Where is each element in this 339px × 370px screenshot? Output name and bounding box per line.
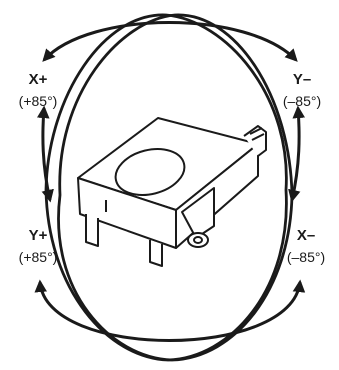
label-y-minus: Y– (–85°) — [283, 71, 321, 109]
device-top-circle — [114, 148, 186, 196]
device-connector-line-2 — [251, 133, 265, 141]
device-bracket-hole-inner — [193, 236, 203, 244]
label-x-plus-angle: (+85°) — [19, 93, 58, 109]
arrow-left — [36, 105, 54, 203]
device-foot-left — [85, 214, 99, 247]
label-y-plus-name: Y+ — [29, 227, 48, 244]
label-x-plus: X+ (+85°) — [19, 71, 58, 109]
device-connector-line — [249, 127, 263, 135]
label-x-plus-name: X+ — [29, 71, 48, 88]
label-y-minus-angle: (–85°) — [283, 93, 321, 109]
device-bracket — [181, 187, 215, 239]
tilt-sensor-device — [77, 117, 267, 267]
arrow-bottom — [34, 279, 306, 342]
arrow-right — [288, 105, 306, 203]
label-y-plus-angle: (+85°) — [19, 249, 58, 265]
device-foot-mid — [149, 240, 163, 267]
device-connector — [243, 125, 267, 157]
label-x-minus: X– (–85°) — [287, 227, 325, 265]
arrow-top — [42, 21, 298, 62]
label-y-minus-name: Y– — [293, 71, 311, 88]
label-y-plus: Y+ (+85°) — [19, 227, 58, 265]
outer-arrows — [34, 21, 306, 342]
label-x-minus-name: X– — [297, 227, 315, 244]
label-x-minus-angle: (–85°) — [287, 249, 325, 265]
